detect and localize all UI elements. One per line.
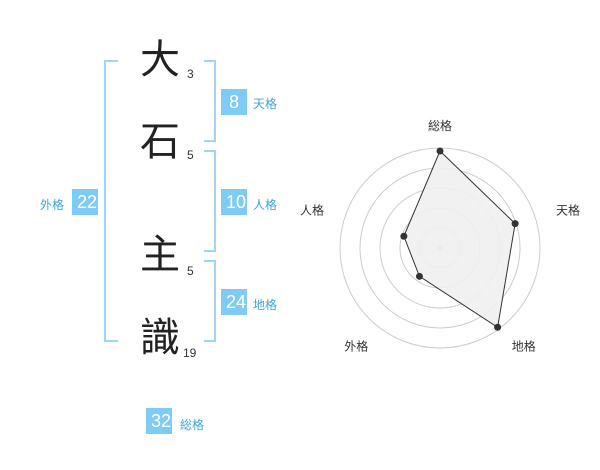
radar-axis-label-2: 天格 [556,202,580,217]
char-4: 識 [140,315,180,361]
soukaku-value: 32 [146,408,172,434]
jinkaku-bracket [204,150,216,252]
char-3: 主 [140,232,180,278]
chikaku-label: 地格 [253,298,278,312]
radar-area [403,150,516,329]
radar-point-5 [400,232,408,240]
jinkaku-value: 10 [221,189,247,215]
soukaku-label: 総格 [180,418,205,432]
radar-axis-label-1: 総格 [428,118,452,133]
stroke-count-2: 5 [187,148,194,162]
gaikaku-label: 外格 [40,198,65,212]
radar-axis-label-3: 地格 [512,339,536,354]
char-1: 大 [140,37,180,83]
radar-point-3 [494,323,502,331]
radar-point-4 [415,272,423,280]
radar-axis-label-5: 人格 [300,202,324,217]
chikaku-bracket [204,260,216,342]
tenkaku-bracket [204,60,216,142]
jinkaku-label: 人格 [253,198,278,212]
chikaku-value: 24 [221,289,247,315]
tenkaku-label: 天格 [253,97,278,111]
stroke-count-3: 5 [187,264,194,278]
gaikaku-value: 22 [72,189,98,215]
outer-bracket [104,60,118,342]
radar-axis-label-4: 外格 [344,339,368,354]
stroke-count-1: 3 [187,67,194,81]
tenkaku-value: 8 [221,89,247,115]
radar-point-2 [511,220,519,228]
stroke-count-4: 19 [183,346,197,360]
char-2: 石 [140,119,180,165]
radar-point-1 [436,147,444,155]
